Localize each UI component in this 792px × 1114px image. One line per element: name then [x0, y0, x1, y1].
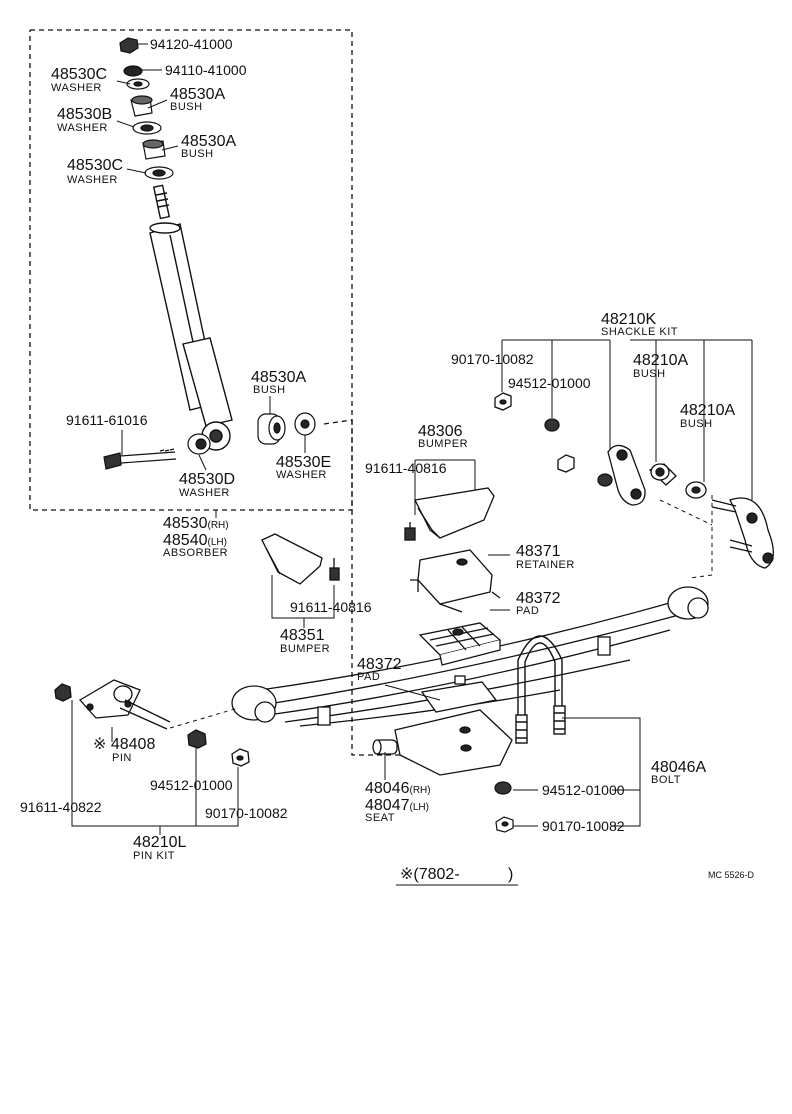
bumper-upper-shape — [404, 487, 495, 541]
part-number-seat-lh: 48047(LH) — [365, 797, 429, 814]
shock-lower-hardware — [103, 412, 316, 470]
desc-washer-d: WASHER — [179, 487, 230, 499]
desc-bush-a-low: BUSH — [253, 384, 286, 396]
part-number-washer-c-top: 48530C — [51, 66, 108, 83]
desc-retainer: RETAINER — [516, 559, 575, 571]
desc-pad-lower: PAD — [357, 671, 381, 683]
pad-upper-shape — [418, 622, 502, 666]
leader-lines — [71, 43, 753, 886]
part-number-seat-rh: 48046(RH) — [365, 780, 431, 797]
desc-seat: SEAT — [365, 812, 395, 824]
part-number-pin-kit: 48210L — [133, 834, 187, 851]
shackle-shapes — [494, 392, 774, 569]
seat-shape — [372, 709, 513, 776]
desc-pin: PIN — [112, 752, 132, 764]
part-number-bush-a-mid: 48530A — [181, 133, 237, 150]
part-number-pin-kit-bolt: 91611-40822 — [20, 799, 102, 815]
desc-bumper-upper: BUMPER — [418, 438, 469, 450]
desc-bush-a-top: BUSH — [170, 101, 203, 113]
retainer-shape — [410, 549, 501, 613]
part-number-retainer: 94110-41000 — [165, 62, 247, 78]
bumper-lower-shape — [261, 533, 340, 585]
desc-pin-kit: PIN KIT — [133, 850, 176, 862]
desc-bush-a-mid: BUSH — [181, 148, 214, 160]
part-number-bumper-lower-bolt: 91611-40816 — [290, 599, 372, 615]
desc-u-bolt: BOLT — [651, 774, 681, 786]
absorber-group-box — [29, 29, 440, 756]
desc-absorber: ABSORBER — [163, 547, 229, 559]
part-number-pin: ※ 48408 — [93, 736, 156, 753]
hidden-lines — [169, 495, 713, 729]
part-number-bumper-upper-bolt: 91611-40816 — [365, 460, 447, 476]
pin-kit-shapes — [54, 679, 250, 767]
desc-washer-b: WASHER — [57, 122, 108, 134]
part-number-pin-kit-nut-a: 90170-10082 — [205, 805, 288, 821]
part-number-absorber-rh: 48530(RH) — [163, 515, 229, 532]
shock-absorber-body — [149, 184, 233, 451]
part-number-shackle-bush-1: 48210A — [633, 352, 689, 369]
part-number-shackle-nut-a: 90170-10082 — [451, 351, 534, 367]
part-number-shackle-nut-b: 94512-01000 — [508, 375, 591, 391]
footnote-close: ) — [508, 866, 514, 883]
part-number-bumper-upper: 48306 — [418, 423, 463, 440]
part-number-u-bolt-nut-a: 90170-10082 — [542, 818, 625, 834]
part-number-washer-e: 48530E — [276, 454, 332, 471]
part-number-bumper-lower: 48351 — [280, 627, 325, 644]
u-bolt-nuts — [494, 781, 514, 833]
part-number-u-bolt: 48046A — [651, 759, 707, 776]
part-number-shackle-bush-2: 48210A — [680, 402, 736, 419]
u-bolt-shape — [515, 635, 566, 744]
part-number-retainer-48371: 48371 — [516, 543, 561, 560]
part-number-bush-a-low: 48530A — [251, 369, 307, 386]
part-number-absorber-lh: 48540(LH) — [163, 532, 227, 549]
desc-shackle-kit: SHACKLE KIT — [601, 326, 679, 338]
part-number-shackle-kit: 48210K — [601, 311, 657, 328]
part-number-pin-kit-nut-b: 94512-01000 — [150, 777, 233, 793]
desc-washer-e: WASHER — [276, 469, 327, 481]
desc-washer-c-top: WASHER — [51, 82, 102, 94]
part-number-nut: 94120-41000 — [150, 36, 233, 52]
part-number-bush-a-top: 48530A — [170, 86, 226, 103]
shock-top-hardware — [119, 37, 174, 180]
part-number-washer-d: 48530D — [179, 471, 236, 488]
part-number-washer-b: 48530B — [57, 106, 113, 123]
part-number-pad-lower: 48372 — [357, 656, 402, 673]
part-number-washer-c-low: 48530C — [67, 157, 124, 174]
part-number-pad-upper: 48372 — [516, 590, 561, 607]
diagram-code: MC 5526-D — [708, 870, 755, 880]
desc-shackle-bush-1: BUSH — [633, 368, 666, 380]
footnote-range: ※(7802- — [400, 866, 460, 883]
desc-shackle-bush-2: BUSH — [680, 418, 713, 430]
desc-washer-c-low: WASHER — [67, 174, 118, 186]
part-number-shock-bolt: 91611-61016 — [66, 412, 148, 428]
part-number-u-bolt-nut-b: 94512-01000 — [542, 782, 625, 798]
pad-lower-shape — [420, 675, 498, 713]
desc-pad-upper: PAD — [516, 605, 540, 617]
desc-bumper-lower: BUMPER — [280, 643, 331, 655]
